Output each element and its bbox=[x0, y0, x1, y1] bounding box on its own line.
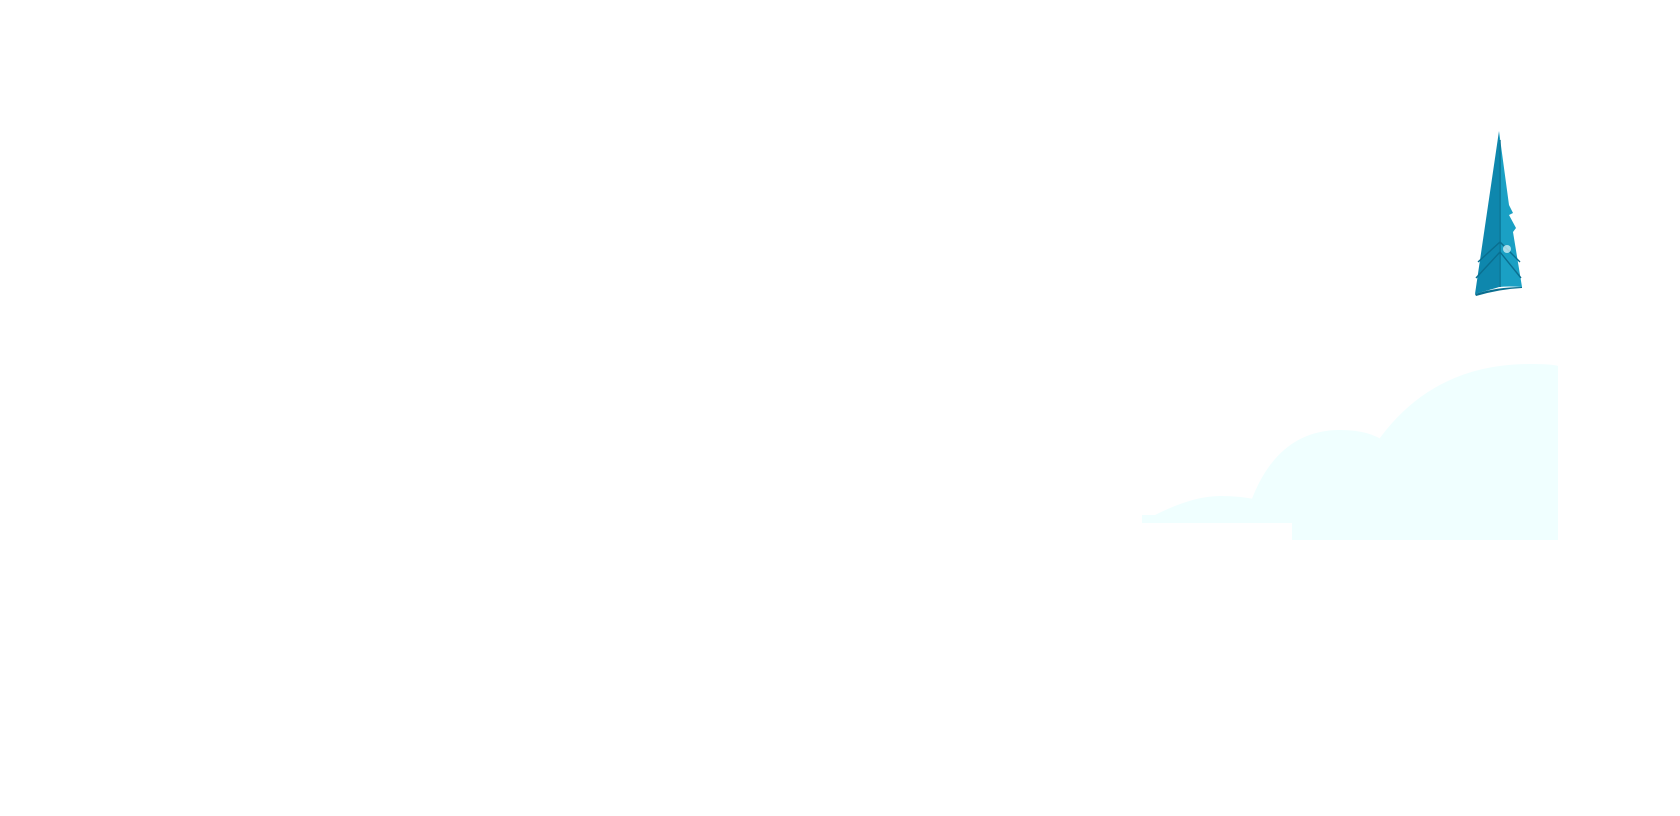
spire-right-face bbox=[1499, 131, 1522, 287]
spire-base bbox=[1475, 287, 1522, 296]
spire-icon bbox=[1475, 131, 1522, 296]
cloud-hump-middle bbox=[1245, 430, 1385, 520]
spire-lattice-lower bbox=[1475, 250, 1522, 279]
cloud-icon bbox=[1142, 364, 1558, 540]
cloud-base-left bbox=[1142, 515, 1294, 523]
cloud-hump-right bbox=[1375, 364, 1558, 540]
spire-left-face bbox=[1475, 131, 1499, 294]
spire-glint bbox=[1503, 245, 1511, 253]
cloud-base bbox=[1292, 505, 1558, 540]
spire-lattice-upper bbox=[1477, 241, 1521, 263]
